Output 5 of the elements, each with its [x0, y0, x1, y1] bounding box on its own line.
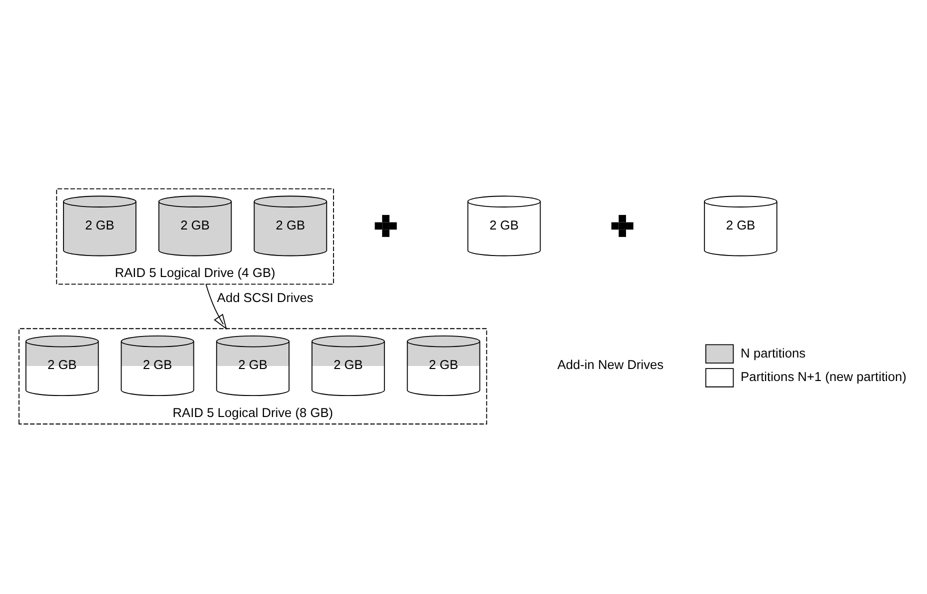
legend-label: Partitions N+1 (new partition): [740, 368, 906, 384]
edge-label: Add SCSI Drives: [217, 289, 314, 304]
label: Add-in New Drives: [557, 356, 664, 372]
arrow: [206, 283, 227, 330]
legend-label: N partitions: [740, 344, 806, 360]
